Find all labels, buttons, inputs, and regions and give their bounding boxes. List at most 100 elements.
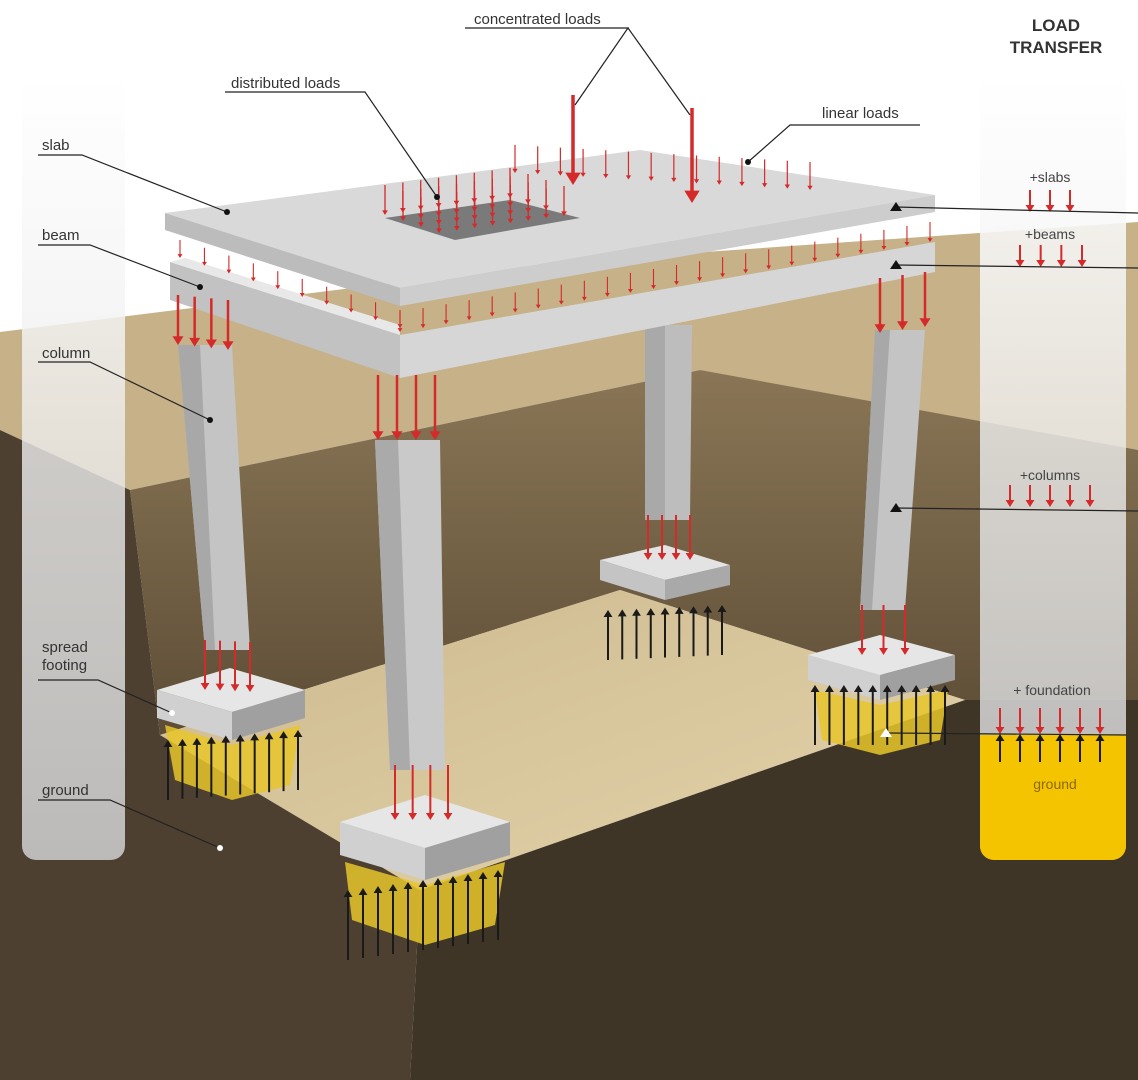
footing-right bbox=[808, 635, 955, 755]
column-load-arrow bbox=[429, 375, 441, 440]
ground-panel-fill bbox=[980, 735, 1126, 860]
linear-load-arrow bbox=[535, 146, 541, 175]
beam-load-arrow bbox=[789, 245, 795, 266]
linear-load-arrow bbox=[807, 162, 813, 190]
footing-load-arrow bbox=[671, 515, 681, 560]
column-back bbox=[645, 325, 692, 520]
pit-floor bbox=[160, 590, 965, 890]
ground-reaction-arrow bbox=[646, 608, 656, 659]
concentrated-load-arrow bbox=[565, 95, 581, 185]
ground-reaction-arrow bbox=[825, 685, 834, 745]
beam-load-arrow bbox=[812, 241, 818, 262]
footing-load-arrow bbox=[443, 765, 453, 820]
left-legend-panel bbox=[22, 78, 125, 860]
distributed-load-arrow bbox=[561, 186, 567, 216]
footing-front bbox=[340, 795, 510, 945]
panel-foundation-arrow bbox=[1075, 708, 1085, 734]
panel-slab-arrow bbox=[1065, 190, 1075, 212]
ground-reaction-arrow bbox=[940, 685, 950, 745]
ground-reaction-arrow bbox=[192, 737, 202, 798]
panel-column-arrow bbox=[1005, 485, 1015, 507]
label-footing-line2: footing bbox=[42, 657, 87, 674]
ground-reaction-arrow bbox=[448, 876, 458, 946]
leader-lines bbox=[38, 27, 1138, 849]
ground-reaction-arrow bbox=[264, 732, 274, 793]
linear-load-arrow bbox=[671, 154, 677, 183]
column-load-arrow bbox=[919, 272, 931, 327]
panel-ground-arrow bbox=[995, 734, 1005, 762]
beam-load-arrow bbox=[535, 288, 541, 309]
beam-load-arrow bbox=[881, 229, 887, 250]
panel-foundation-arrow bbox=[1095, 708, 1105, 734]
beam-load-arrow bbox=[835, 237, 841, 258]
concentrated-load-arrow bbox=[684, 108, 700, 203]
ground-reaction-arrow bbox=[632, 608, 641, 659]
panel-beam-arrow bbox=[1036, 245, 1046, 267]
column-load-arrow bbox=[897, 275, 908, 330]
beam-load-arrow bbox=[720, 257, 726, 278]
label-concentrated-loads: concentrated loads bbox=[474, 11, 601, 28]
beam-load-arrow bbox=[581, 280, 587, 301]
column-left bbox=[178, 345, 250, 650]
load-arrows bbox=[163, 95, 1105, 960]
beam bbox=[170, 242, 935, 378]
right-transfer-panel bbox=[980, 78, 1126, 860]
ground-reaction-arrow bbox=[926, 685, 935, 745]
label-distributed-loads: distributed loads bbox=[231, 75, 340, 92]
leader-markers bbox=[169, 159, 902, 851]
footing-load-arrow bbox=[857, 605, 867, 655]
ground-reaction-arrow bbox=[433, 878, 443, 948]
ground-reaction-arrow bbox=[418, 880, 428, 950]
ground-reaction-arrow bbox=[689, 606, 698, 657]
linear-load-arrow bbox=[761, 159, 768, 188]
beam-load-arrow bbox=[348, 294, 354, 313]
distributed-load-arrow bbox=[453, 200, 460, 231]
footing-load-arrow bbox=[425, 765, 435, 820]
linear-load-arrow bbox=[784, 160, 790, 189]
beam-load-arrow bbox=[250, 263, 256, 282]
linear-load-arrow bbox=[512, 145, 518, 173]
distributed-load-arrow bbox=[471, 198, 478, 229]
linear-load-arrow bbox=[693, 155, 700, 184]
beam-load-arrow bbox=[443, 304, 449, 325]
ground-reaction-arrow bbox=[293, 730, 303, 790]
linear-load-arrow bbox=[580, 148, 586, 177]
distributed-load-arrow bbox=[400, 191, 406, 221]
column-load-arrow bbox=[372, 375, 384, 440]
beam-load-arrow bbox=[651, 268, 656, 289]
ground-reaction-arrow bbox=[343, 890, 353, 960]
ground-reaction-arrow bbox=[660, 607, 670, 658]
beam-load-arrow bbox=[373, 302, 378, 321]
title-line1: LOAD bbox=[1032, 16, 1080, 35]
distributed-load-arrow bbox=[418, 197, 424, 227]
ground-reaction-arrow bbox=[279, 731, 288, 792]
column-load-arrow bbox=[189, 296, 201, 347]
linear-load-arrow bbox=[603, 150, 609, 179]
footing-load-arrow bbox=[900, 605, 910, 655]
transfer-columns: +columns bbox=[1020, 467, 1080, 483]
beam-load-arrow bbox=[558, 284, 564, 305]
panel-beam-arrow bbox=[1056, 245, 1066, 267]
ground-reaction-arrow bbox=[221, 735, 231, 796]
beam-load-arrow bbox=[226, 255, 232, 274]
panel-ground-arrow bbox=[1055, 734, 1065, 762]
beam-load-arrow bbox=[697, 261, 702, 282]
column-load-arrow bbox=[205, 298, 217, 349]
beam-load-arrow bbox=[202, 247, 207, 266]
label-footing-line1: spread bbox=[42, 639, 88, 656]
ground-reaction-arrow bbox=[463, 874, 473, 944]
transfer-ground: ground bbox=[1033, 776, 1077, 792]
footing-load-arrow bbox=[230, 641, 240, 692]
column-load-arrow bbox=[410, 375, 422, 440]
distributed-load-arrow bbox=[382, 185, 388, 215]
column-load-arrow bbox=[172, 295, 184, 345]
footing-load-arrow bbox=[408, 765, 418, 820]
ground-reaction-arrow bbox=[163, 740, 173, 800]
panel-column-arrow bbox=[1025, 485, 1035, 507]
beam-load-arrow bbox=[858, 233, 864, 254]
label-column: column bbox=[42, 345, 90, 362]
panel-foundation-arrow bbox=[995, 708, 1005, 734]
ground-reaction-arrow bbox=[810, 685, 820, 745]
label-beam: beam bbox=[42, 227, 80, 244]
